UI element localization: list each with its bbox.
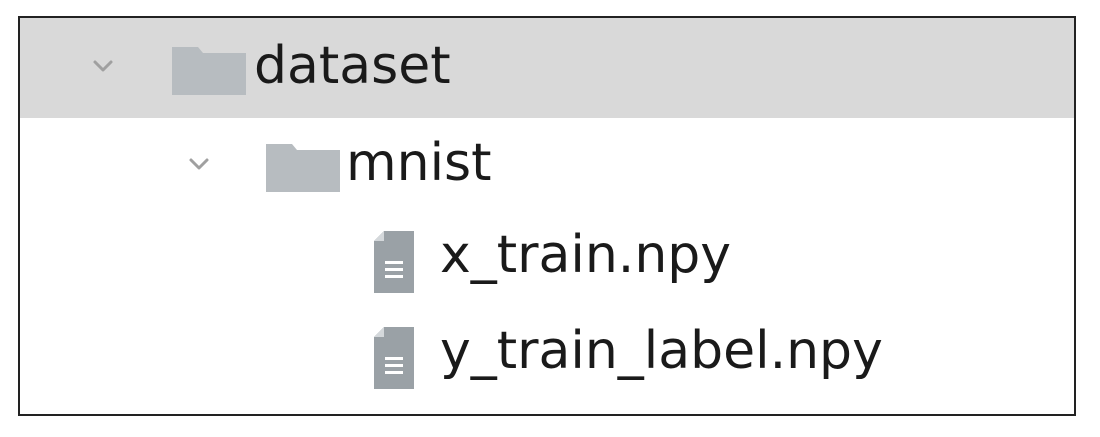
tree-item-mnist[interactable]: mnist	[20, 118, 1074, 214]
tree-item-label: mnist	[346, 133, 492, 193]
folder-icon	[266, 144, 340, 192]
tree-item-label: y_train_label.npy	[440, 321, 883, 381]
chevron-down-icon[interactable]	[188, 153, 210, 175]
tree-item-label: x_train.npy	[440, 225, 732, 285]
folder-icon	[172, 47, 246, 95]
file-icon	[374, 327, 414, 389]
chevron-down-icon[interactable]	[92, 55, 114, 77]
file-icon	[374, 231, 414, 293]
tree-item-x-train-npy[interactable]: x_train.npy	[20, 214, 1074, 310]
tree-item-dataset[interactable]: dataset	[20, 18, 1074, 118]
tree-item-label: dataset	[254, 36, 451, 96]
tree-item-y-train-label-npy[interactable]: y_train_label.npy	[20, 310, 1074, 406]
project-tree-panel: dataset mnist x_train.npy y_train_label.…	[18, 16, 1076, 416]
